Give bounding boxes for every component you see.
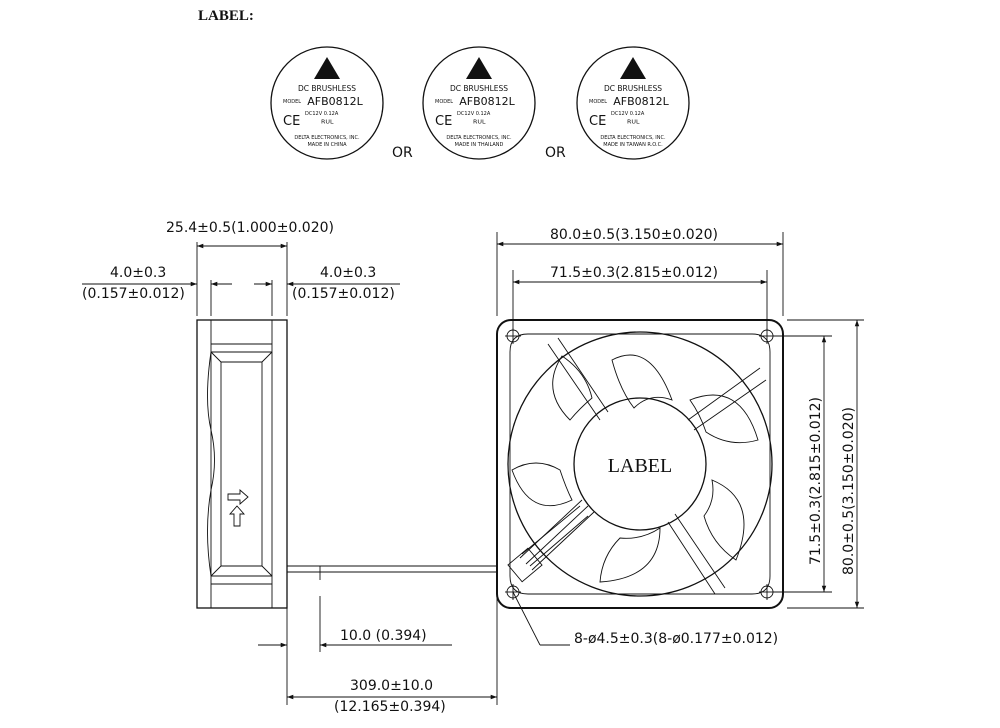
svg-text:MODEL: MODEL xyxy=(435,99,453,105)
label-variant-china: DC BRUSHLESS MODEL AFB0812L CE DC12V 0.1… xyxy=(270,46,384,160)
svg-text:DC BRUSHLESS: DC BRUSHLESS xyxy=(604,84,662,93)
overall-width-dimension: 80.0±0.5(3.150±0.020) xyxy=(550,227,718,243)
hub-label: LABEL xyxy=(608,455,672,477)
mounting-hole-dimension: 8-ø4.5±0.3(8-ø0.177±0.012) xyxy=(574,631,778,647)
strip-length-dimension: 10.0 (0.394) xyxy=(340,628,427,644)
svg-text:DC BRUSHLESS: DC BRUSHLESS xyxy=(450,84,508,93)
ce-mark-icon: CE xyxy=(435,114,452,129)
svg-text:DELTA ELECTRONICS, INC.: DELTA ELECTRONICS, INC. xyxy=(446,135,512,141)
side-view-dimensions: 25.4±0.5(1.000±0.020) 4.0±0.3 (0.157±0.0… xyxy=(82,220,498,715)
svg-text:DELTA ELECTRONICS, INC.: DELTA ELECTRONICS, INC. xyxy=(600,135,666,141)
side-view xyxy=(196,319,497,609)
svg-text:MADE IN CHINA: MADE IN CHINA xyxy=(307,142,347,148)
svg-text:MADE IN THAILAND: MADE IN THAILAND xyxy=(455,142,504,148)
or-separator: OR xyxy=(545,145,566,161)
hole-spacing-width-dimension: 71.5±0.3(2.815±0.012) xyxy=(550,265,718,281)
front-view-dimensions: 80.0±0.5(3.150±0.020) 71.5±0.3(2.815±0.0… xyxy=(496,227,864,647)
delta-logo-icon xyxy=(466,57,492,79)
svg-text:DC12V 0.12A: DC12V 0.12A xyxy=(305,111,339,117)
flange-left-dimension: 4.0±0.3 xyxy=(110,265,166,281)
overall-height-dimension: 80.0±0.5(3.150±0.020) xyxy=(841,407,857,575)
lead-length-dimension: 309.0±10.0 xyxy=(350,678,433,694)
svg-text:MODEL: MODEL xyxy=(283,99,301,105)
svg-text:DC12V 0.12A: DC12V 0.12A xyxy=(457,111,491,117)
svg-text:MODEL: MODEL xyxy=(589,99,607,105)
hole-spacing-height-dimension: 71.5±0.3(2.815±0.012) xyxy=(808,397,824,565)
svg-text:AFB0812L: AFB0812L xyxy=(613,95,669,108)
depth-dimension: 25.4±0.5(1.000±0.020) xyxy=(166,220,334,236)
ul-mark-icon: ᴿᵁᴸ xyxy=(627,119,640,130)
label-heading: LABEL: xyxy=(198,8,254,24)
svg-text:AFB0812L: AFB0812L xyxy=(307,95,363,108)
flange-right-dimension-inch: (0.157±0.012) xyxy=(292,286,395,302)
svg-text:DC12V 0.12A: DC12V 0.12A xyxy=(611,111,645,117)
svg-text:DELTA ELECTRONICS, INC.: DELTA ELECTRONICS, INC. xyxy=(294,135,360,141)
airflow-arrow-icon xyxy=(227,489,249,505)
ul-mark-icon: ᴿᵁᴸ xyxy=(321,119,334,130)
front-view: LABEL xyxy=(496,319,784,609)
lead-length-dimension-inch: (12.165±0.394) xyxy=(334,699,446,715)
rotation-arrow-icon xyxy=(229,505,245,527)
ul-mark-icon: ᴿᵁᴸ xyxy=(473,119,486,130)
delta-logo-icon xyxy=(620,57,646,79)
delta-logo-icon xyxy=(314,57,340,79)
svg-text:DC BRUSHLESS: DC BRUSHLESS xyxy=(298,84,356,93)
ce-mark-icon: CE xyxy=(589,114,606,129)
label-variant-thailand: DC BRUSHLESS MODEL AFB0812L CE DC12V 0.1… xyxy=(422,46,536,160)
hub xyxy=(573,397,707,531)
label-variant-taiwan: DC BRUSHLESS MODEL AFB0812L CE DC12V 0.1… xyxy=(576,46,690,160)
svg-text:MADE IN TAIWAN R.O.C.: MADE IN TAIWAN R.O.C. xyxy=(603,142,663,148)
ce-mark-icon: CE xyxy=(283,114,300,129)
flange-left-dimension-inch: (0.157±0.012) xyxy=(82,286,185,302)
svg-text:AFB0812L: AFB0812L xyxy=(459,95,515,108)
or-separator: OR xyxy=(392,145,413,161)
flange-right-dimension: 4.0±0.3 xyxy=(320,265,376,281)
